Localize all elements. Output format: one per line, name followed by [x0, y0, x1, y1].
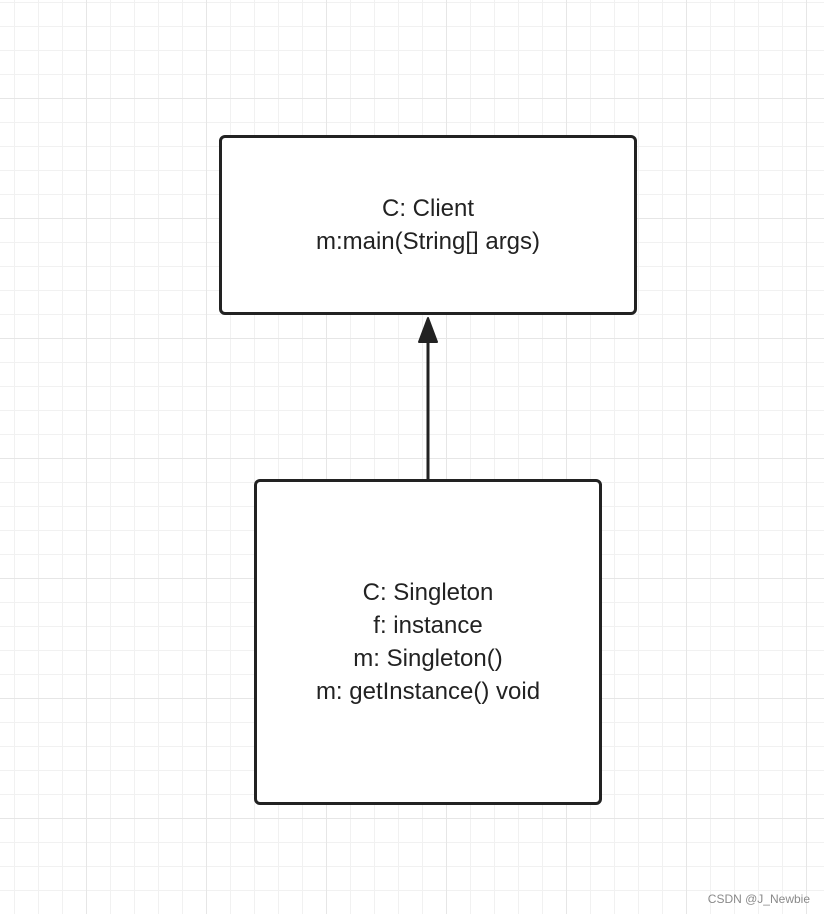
client-method-main: m:main(String[] args) [315, 228, 541, 255]
connector-arrowhead [418, 317, 438, 343]
client-class-node[interactable]: C: Client m:main(String[] args) [219, 135, 637, 315]
watermark: CSDN @J_Newbie [707, 892, 810, 906]
singleton-class-name: C: Singleton [362, 579, 494, 606]
singleton-method-getinstance: m: getInstance() void [315, 678, 541, 705]
singleton-constructor: m: Singleton() [353, 645, 503, 672]
singleton-field-instance: f: instance [373, 612, 483, 639]
client-class-name: C: Client [381, 195, 475, 222]
singleton-class-node[interactable]: C: Singleton f: instance m: Singleton() … [254, 479, 602, 805]
